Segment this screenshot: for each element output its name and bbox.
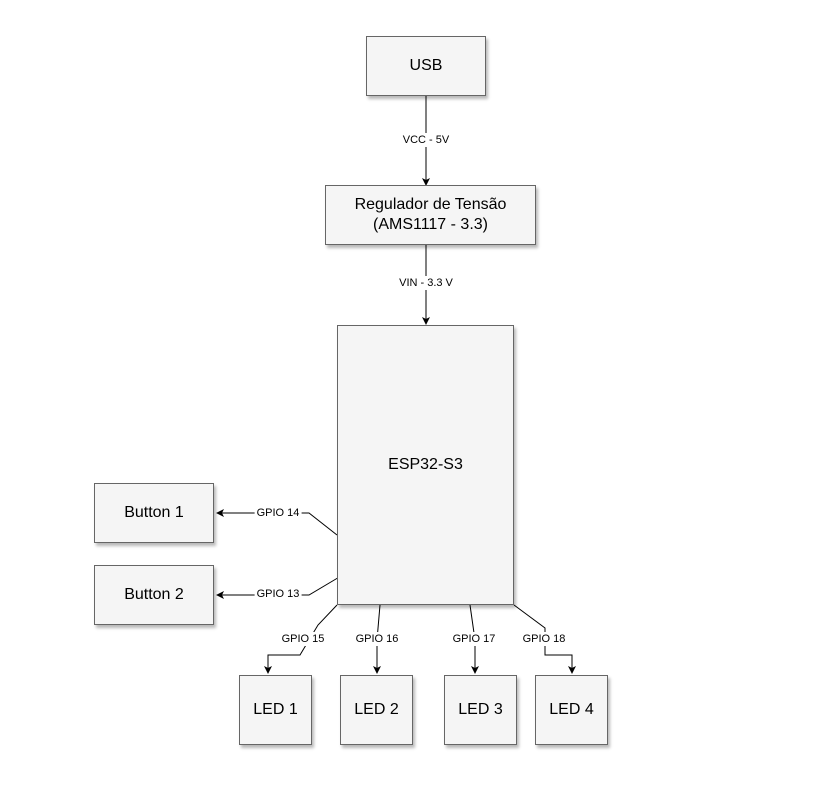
- mcu-block: ESP32-S3: [337, 325, 514, 605]
- connector-mcu-led4: [513, 604, 576, 674]
- usb-block-label: USB: [409, 57, 443, 74]
- led2-block-label: LED 2: [354, 701, 399, 718]
- regulator-block-label-line1: Regulador de Tensão: [354, 196, 507, 213]
- label-gpio16: GPIO 16: [353, 632, 401, 646]
- regulator-block: Regulador de Tensão (AMS1117 - 3.3): [325, 185, 536, 245]
- led3-block: LED 3: [444, 675, 517, 745]
- label-gpio15: GPIO 15: [279, 632, 327, 646]
- button2-block: Button 2: [94, 565, 214, 625]
- mcu-block-label: ESP32-S3: [388, 456, 463, 473]
- led4-block: LED 4: [535, 675, 608, 745]
- connector-mcu-button2: [216, 575, 342, 599]
- button1-block: Button 1: [94, 483, 214, 543]
- led1-block: LED 1: [239, 675, 312, 745]
- label-gpio18: GPIO 18: [520, 632, 568, 646]
- label-gpio13: GPIO 13: [254, 587, 302, 601]
- usb-block: USB: [366, 36, 486, 96]
- connector-mcu-button1: [216, 509, 338, 536]
- button1-block-label: Button 1: [124, 504, 184, 521]
- button2-block-label: Button 2: [124, 586, 184, 603]
- led4-block-label: LED 4: [549, 701, 594, 718]
- label-gpio14: GPIO 14: [254, 506, 302, 520]
- label-vin-3v3: VIN - 3.3 V: [397, 276, 455, 290]
- led3-block-label: LED 3: [458, 701, 503, 718]
- label-vcc-5v: VCC - 5V: [400, 133, 452, 147]
- regulator-block-label-line2: (AMS1117 - 3.3): [372, 216, 488, 233]
- label-gpio17: GPIO 17: [450, 632, 498, 646]
- connector-mcu-led1: [264, 604, 338, 674]
- led2-block: LED 2: [340, 675, 413, 745]
- led1-block-label: LED 1: [253, 701, 298, 718]
